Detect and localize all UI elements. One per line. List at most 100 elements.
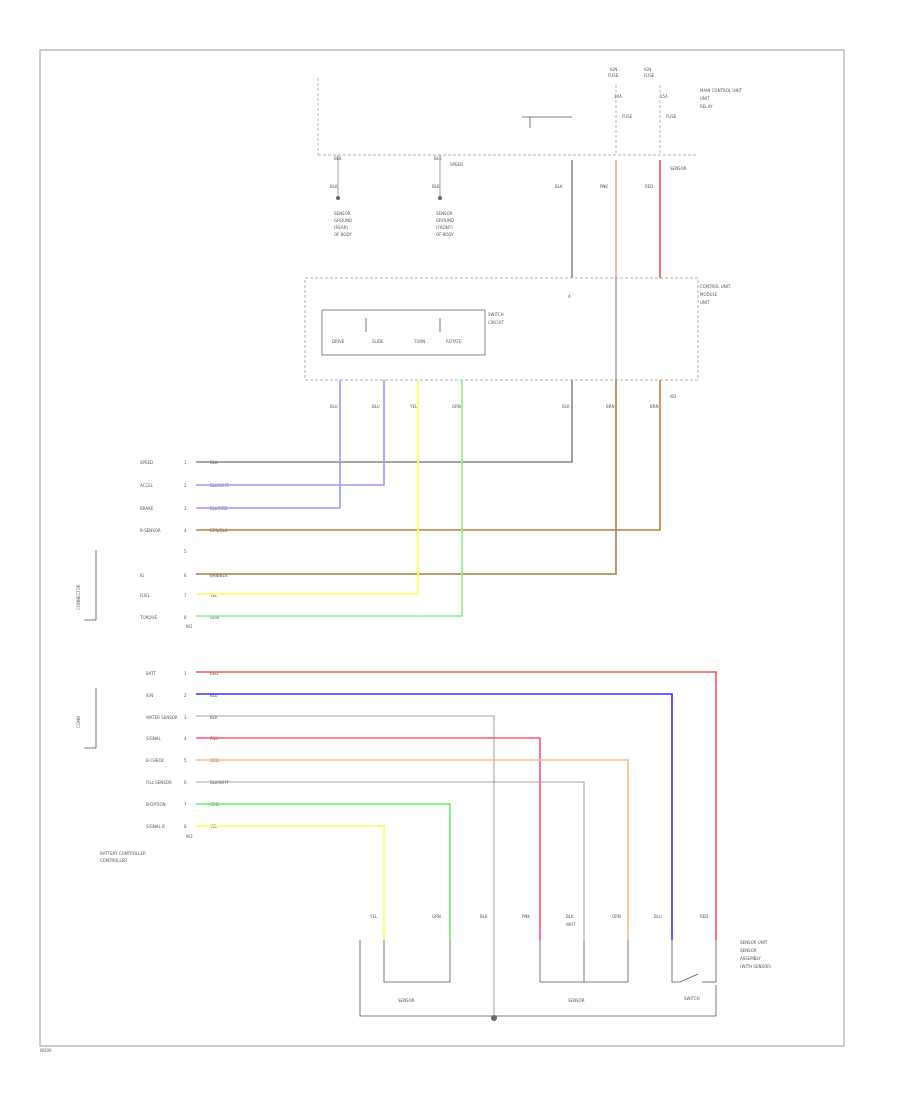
switch-box-label: SWITCH [488, 312, 504, 317]
svg-text:3: 3 [184, 715, 187, 720]
svg-text:SLIDE: SLIDE [372, 339, 384, 344]
svg-text:3: 3 [184, 506, 187, 511]
svg-text:(WITH SENSOR): (WITH SENSOR) [740, 964, 772, 969]
svg-text:SENSOR: SENSOR [740, 948, 757, 953]
svg-text:8: 8 [184, 615, 187, 620]
svg-text:OF BODY: OF BODY [436, 232, 454, 237]
control-unit-box: CONTROL UNIT MODULE UNIT SWITCH CIRCUIT … [304, 277, 731, 381]
svg-text:7: 7 [184, 593, 187, 598]
svg-text:SPEED: SPEED [450, 162, 463, 167]
svg-text:FUSE: FUSE [622, 114, 633, 119]
svg-text:BLU: BLU [330, 404, 338, 409]
svg-text:DRIVE: DRIVE [332, 339, 345, 344]
svg-text:TORQUE: TORQUE [139, 615, 157, 620]
svg-text:BLU: BLU [654, 914, 662, 919]
svg-text:FUEL: FUEL [140, 593, 151, 598]
svg-text:BLK: BLK [432, 184, 440, 189]
mid-wires: BLU BLU YEL GRN BLK BRN BRN W2 [330, 394, 677, 409]
upper-bundle: SPEED ACCEL BRAKE B-SENSOR IG FUEL TORQU… [76, 380, 661, 629]
svg-text:BLU: BLU [210, 693, 218, 698]
svg-text:6: 6 [184, 573, 187, 578]
svg-text:RED: RED [210, 671, 218, 676]
svg-text:PNK: PNK [600, 184, 608, 189]
svg-text:W2: W2 [670, 394, 677, 399]
svg-text:IGN: IGN [610, 67, 617, 72]
svg-text:WATER SENSOR: WATER SENSOR [146, 715, 178, 720]
svg-text:BATT: BATT [146, 671, 157, 676]
svg-text:5: 5 [184, 758, 187, 763]
sensor-1-label: SENSOR [398, 998, 415, 1003]
bottom-right-label: SENSOR UNIT [740, 940, 768, 945]
svg-text:OF BODY: OF BODY [334, 232, 352, 237]
svg-text:CIRCUIT: CIRCUIT [488, 320, 504, 325]
svg-text:UNIT: UNIT [700, 96, 710, 101]
svg-text:YEL: YEL [209, 593, 218, 598]
svg-text:SENSOR: SENSOR [670, 166, 687, 171]
svg-text:W3: W3 [186, 834, 193, 839]
svg-text:SPEED: SPEED [140, 460, 153, 465]
svg-text:MODULE: MODULE [700, 292, 718, 297]
svg-text:WHT: WHT [566, 922, 576, 927]
svg-text:4: 4 [184, 528, 187, 533]
top-right-label: MAIN CONTROL UNIT [700, 88, 743, 93]
svg-text:SENSOR: SENSOR [334, 211, 351, 216]
svg-text:RELAY: RELAY [700, 104, 713, 109]
svg-text:2: 2 [184, 483, 187, 488]
svg-text:1: 1 [184, 671, 187, 676]
svg-text:B-CHECK: B-CHECK [146, 758, 164, 763]
svg-text:GROUND: GROUND [436, 218, 454, 223]
svg-text:FUSE: FUSE [644, 73, 655, 78]
svg-text:FILL SENSOR: FILL SENSOR [146, 780, 172, 785]
svg-text:(REAR): (REAR) [334, 225, 348, 230]
svg-text:BLK: BLK [555, 184, 563, 189]
svg-text:UNIT: UNIT [700, 300, 710, 305]
svg-text:BRN: BRN [650, 404, 659, 409]
svg-text:GRN: GRN [432, 914, 441, 919]
svg-text:RED: RED [700, 914, 708, 919]
svg-text:8: 8 [184, 824, 187, 829]
svg-text:YEL: YEL [369, 914, 378, 919]
svg-text:FUSE: FUSE [666, 114, 677, 119]
sensor-2-label: SENSOR [568, 998, 585, 1003]
lower-bundle: BATT IGN WATER SENSOR SIGNAL B-CHECK FIL… [76, 671, 717, 1018]
diagram-frame [39, 49, 845, 1047]
svg-text:B-OPTION: B-OPTION [146, 802, 166, 807]
svg-text:BLU: BLU [372, 404, 380, 409]
svg-text:BRAKE: BRAKE [140, 506, 154, 511]
svg-text:IGN: IGN [644, 67, 651, 72]
svg-text:CONNECTOR: CONNECTOR [76, 584, 81, 610]
bottom-components: YEL GRN BLK PNK BLK ORN BLU RED WHT SENS… [359, 914, 772, 1021]
svg-text:BLK: BLK [210, 715, 218, 720]
svg-text:7: 7 [184, 802, 187, 807]
svg-text:BLK: BLK [566, 914, 574, 919]
svg-text:4: 4 [184, 736, 187, 741]
svg-text:RED: RED [645, 184, 653, 189]
corner-tag: W200 [40, 1048, 52, 1053]
svg-text:10A: 10A [614, 94, 622, 99]
svg-text:IG: IG [140, 573, 144, 578]
svg-text:TURN: TURN [413, 339, 425, 344]
svg-text:A: A [568, 294, 571, 299]
svg-text:SIGNAL: SIGNAL [146, 736, 162, 741]
svg-text:GRN: GRN [452, 404, 461, 409]
svg-text:W2: W2 [186, 624, 193, 629]
svg-text:ASSEMBLY: ASSEMBLY [740, 956, 761, 961]
svg-text:BLK: BLK [562, 404, 570, 409]
upper-wire-labels: BLK BLU/WHT BLU/RED BRN/BLK BRN/BLK YEL … [209, 460, 229, 620]
lower-left-labels: BATT IGN WATER SENSOR SIGNAL B-CHECK FIL… [146, 671, 178, 829]
svg-text:(FRONT): (FRONT) [436, 225, 453, 230]
svg-text:BRN/BLK: BRN/BLK [210, 573, 228, 578]
svg-text:BLK: BLK [330, 184, 338, 189]
svg-text:IGN: IGN [146, 693, 153, 698]
svg-text:BRN: BRN [606, 404, 615, 409]
bottom-left-label: BATTERY CONTROLLER [100, 851, 146, 856]
svg-text:15A: 15A [660, 94, 668, 99]
svg-text:FUSE: FUSE [608, 73, 619, 78]
svg-text:6: 6 [184, 780, 187, 785]
svg-text:GRN: GRN [210, 615, 219, 620]
svg-text:5: 5 [184, 549, 187, 554]
svg-text:YEL: YEL [409, 404, 418, 409]
upper-left-labels: SPEED ACCEL BRAKE B-SENSOR IG FUEL TORQU… [139, 460, 161, 620]
svg-text:B-SENSOR: B-SENSOR [140, 528, 161, 533]
svg-text:SENSOR: SENSOR [436, 211, 453, 216]
